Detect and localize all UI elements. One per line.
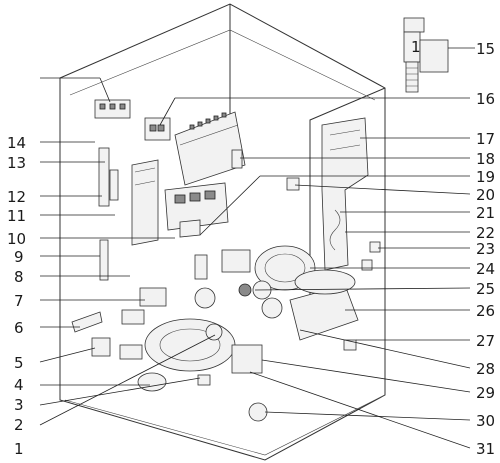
- heater-assembly: [231, 259, 373, 422]
- callout-21: 21: [476, 204, 495, 222]
- callout-10: 10: [7, 230, 26, 248]
- callout-27: 27: [476, 332, 495, 350]
- callout-18: 18: [476, 150, 495, 168]
- callout-17: 17: [476, 130, 495, 148]
- water-tank: [286, 117, 381, 271]
- door-parts: [94, 99, 159, 281]
- callout-28: 28: [476, 360, 495, 378]
- callout-1: 1: [14, 440, 24, 458]
- callout-3: 3: [14, 396, 24, 414]
- callout-16: 16: [476, 90, 495, 108]
- callout-6: 6: [14, 319, 24, 337]
- callout-23: 23: [476, 240, 495, 258]
- callout-7: 7: [14, 292, 24, 310]
- leader-lines: [39, 47, 475, 449]
- callout-19: 19: [476, 168, 495, 186]
- callout-4: 4: [14, 376, 24, 394]
- control-module: [144, 111, 246, 186]
- callout-26: 26: [476, 302, 495, 320]
- detergent-dispenser: [164, 182, 229, 238]
- callout-29: 29: [476, 384, 495, 402]
- callout-labels: 1 2 3 4 5 6 7 8 9 10 11 12 13 14 15 16 1…: [7, 40, 495, 458]
- callout-25: 25: [476, 280, 495, 298]
- callout-20: 20: [476, 186, 495, 204]
- callout-30: 30: [476, 412, 495, 430]
- callout-31: 31: [476, 440, 495, 458]
- callout-15: 15: [476, 40, 495, 58]
- callout-22: 22: [476, 224, 495, 242]
- cabinet-outline: [59, 3, 386, 461]
- callout-2: 2: [14, 416, 24, 434]
- inlet-valve: 1: [403, 17, 449, 93]
- callout-11: 11: [7, 207, 26, 225]
- callout-14: 14: [7, 134, 26, 152]
- callout-9: 9: [14, 248, 24, 266]
- callout-8: 8: [14, 268, 24, 286]
- callout-12: 12: [7, 188, 26, 206]
- sump-assembly: [71, 287, 236, 392]
- inlet-valve-panel-label: 1: [411, 38, 421, 56]
- callout-13: 13: [7, 154, 26, 172]
- callout-24: 24: [476, 260, 495, 278]
- callout-5: 5: [14, 354, 24, 372]
